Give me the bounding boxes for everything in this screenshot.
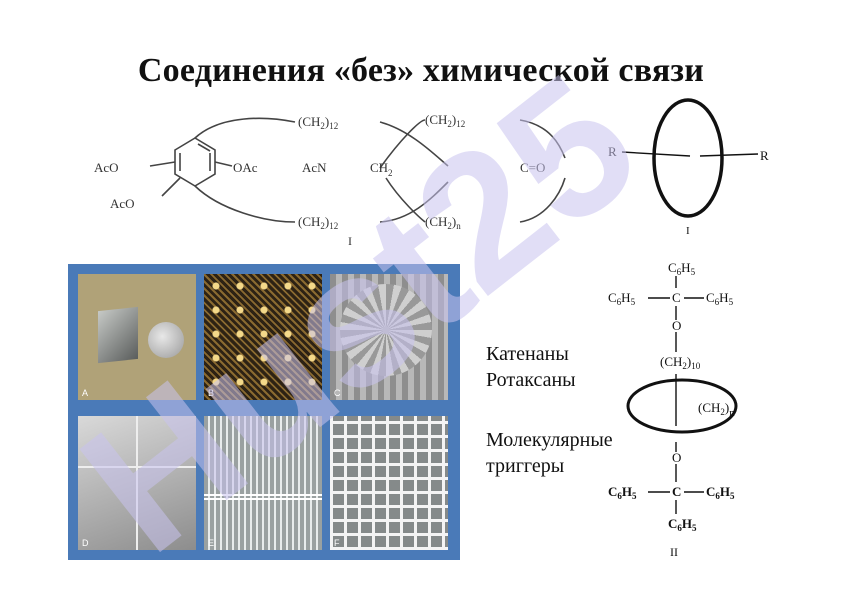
macrocycle-ring xyxy=(652,98,724,218)
micrograph-panel: A B C D E F xyxy=(68,264,460,560)
svg-text:(CH2)10: (CH2)10 xyxy=(660,354,701,371)
svg-text:C6H5: C6H5 xyxy=(668,516,697,533)
photo-c: C xyxy=(330,274,448,400)
r-group-left: R xyxy=(608,144,617,159)
methylene-subscript: 2 xyxy=(388,168,393,178)
svg-text:C: C xyxy=(672,484,681,499)
acetoxy-label-1: AcO xyxy=(94,160,119,175)
photo-label-b: B xyxy=(208,388,215,398)
page-title: Соединения «без» химической связи xyxy=(137,52,705,89)
label-triggers-line2: триггеры xyxy=(486,455,565,477)
acetoxy-label-2: AcO xyxy=(110,196,135,211)
svg-text:C6H5: C6H5 xyxy=(706,484,735,501)
photo-label-e: E xyxy=(208,538,215,548)
label-catenanes: Катенаны xyxy=(486,343,569,365)
r-group-right: R xyxy=(760,148,769,163)
chain-top-left: (CH2)12 xyxy=(298,114,338,131)
photo-label-d: D xyxy=(82,538,89,548)
photo-label-c: C xyxy=(334,388,341,398)
photo-b: B xyxy=(204,274,322,400)
svg-text:C6H5: C6H5 xyxy=(706,290,734,307)
rotaxane-label: II xyxy=(670,545,678,559)
chain-bottom-right: (CH2)n xyxy=(425,214,461,231)
svg-text:C: C xyxy=(672,290,681,305)
svg-text:C6H5: C6H5 xyxy=(668,260,696,277)
chain-bottom-left: (CH2)12 xyxy=(298,214,338,231)
photo-label-f: F xyxy=(334,538,340,548)
methylene-label: CH xyxy=(370,160,388,175)
svg-text:O: O xyxy=(672,450,681,465)
acetoxy-label-3: OAc xyxy=(233,160,258,175)
amine-label: AcN xyxy=(302,160,327,175)
svg-text:C6H5: C6H5 xyxy=(608,290,636,307)
carbonyl-label: C=O xyxy=(520,160,545,175)
photo-d: D xyxy=(78,416,196,550)
rotaxane-ring xyxy=(626,378,738,434)
svg-text:O: O xyxy=(672,318,681,333)
schematic-label: I xyxy=(686,225,690,237)
photo-a: A xyxy=(78,274,196,400)
photo-f: F xyxy=(330,416,448,550)
benzene-ring xyxy=(174,137,216,187)
label-rotaxanes: Ротаксаны xyxy=(486,369,576,391)
photo-e: E xyxy=(204,416,322,550)
rotaxane-structure: C6H5 C6H5 C C6H5 O (CH2)10 (CH2)n O C6H5… xyxy=(608,260,738,559)
catenane-structure: AcO AcO OAc AcN CH 2 C=O (CH2)12 (CH2)12… xyxy=(94,112,566,248)
chain-top-right: (CH2)12 xyxy=(425,112,465,129)
catenane-label: I xyxy=(348,234,352,248)
photo-label-a: A xyxy=(82,388,89,398)
svg-text:C6H5: C6H5 xyxy=(608,484,637,501)
label-triggers-line1: Молекулярные xyxy=(486,429,613,451)
rotaxane-schematic: R R I xyxy=(608,98,769,237)
svg-text:(CH2)n: (CH2)n xyxy=(698,400,735,419)
